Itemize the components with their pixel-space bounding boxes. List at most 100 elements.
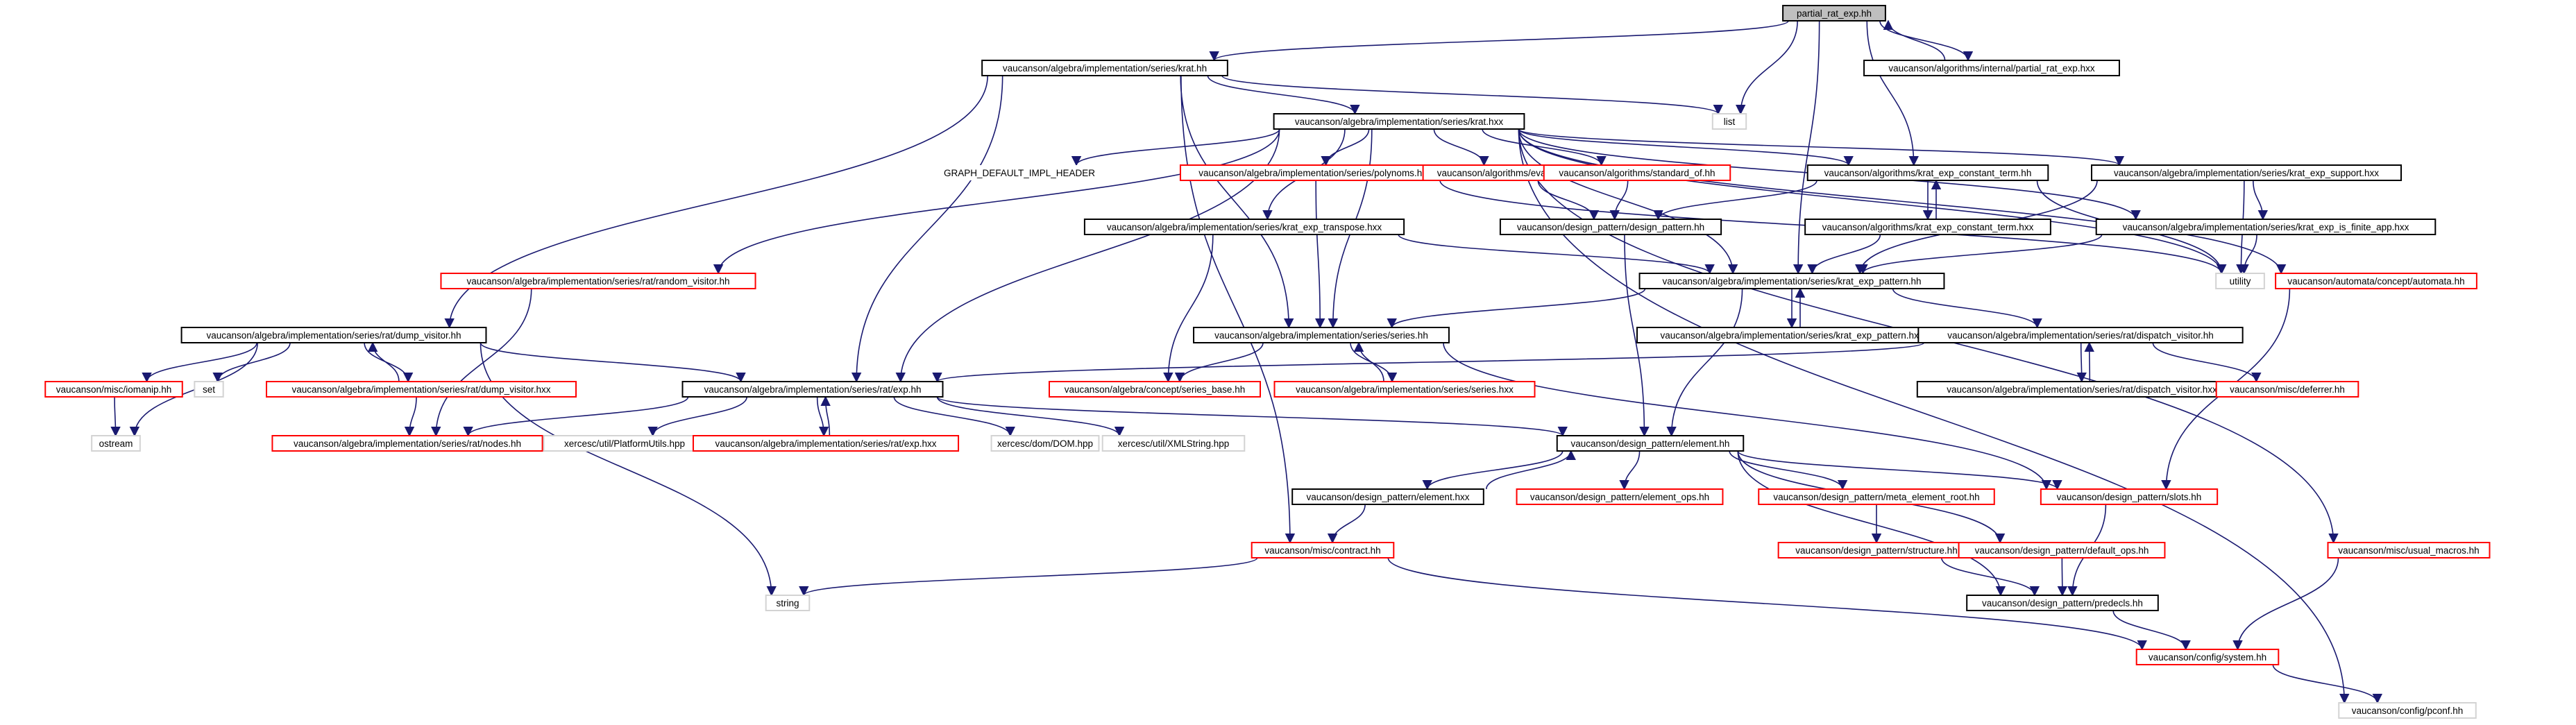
graph-node-dispatch-hh[interactable]: vaucanson/algebra/implementation/series/… (1917, 327, 2244, 343)
node-box (692, 435, 960, 452)
node-label: vaucanson/algebra/implementation/series/… (704, 384, 922, 395)
graph-node-graph-default[interactable]: GRAPH_DEFAULT_IMPL_HEADER (944, 165, 1095, 180)
edge-arrow (1209, 20, 1789, 62)
edge-series-hh-to-slots-hh (1443, 342, 2051, 491)
graph-node-string[interactable]: string (765, 595, 811, 611)
nodes-layer: partial_rat_exp.hh vaucanson/algorithms/i… (44, 5, 2491, 719)
edge-arrow (463, 396, 689, 437)
edge-krat-hh-to-dump-visitor-hh (444, 75, 988, 329)
node-box (2215, 273, 2265, 289)
graph-node-kecst-hxx[interactable]: vaucanson/algorithms/krat_exp_constant_t… (1804, 219, 2051, 235)
graph-node-standard-of-hh[interactable]: vaucanson/algorithms/standard_of.hh (1543, 164, 1731, 181)
graph-node-series-hxx[interactable]: vaucanson/algebra/implementation/series/… (1273, 381, 1536, 398)
graph-node-series-base-hh[interactable]: vaucanson/algebra/concept/series_base.hh (1049, 381, 1261, 398)
edge-kep-hh-to-element-hh (1666, 288, 1743, 437)
graph-node-list[interactable]: list (1711, 113, 1747, 130)
graph-node-kecst-hh[interactable]: vaucanson/algorithms/krat_exp_constant_t… (1806, 164, 2049, 181)
graph-node-dump-visitor-hh[interactable]: vaucanson/algebra/implementation/series/… (180, 327, 487, 343)
node-box (1251, 542, 1395, 558)
edge-arrow (647, 396, 747, 437)
graph-node-utility[interactable]: utility (2215, 273, 2265, 289)
node-box (1806, 164, 2049, 181)
graph-node-ketr-hxx[interactable]: vaucanson/algebra/implementation/series/… (1083, 219, 1405, 235)
graph-node-automata-hh[interactable]: vaucanson/automata/concept/automata.hh (2275, 273, 2477, 289)
node-box (2215, 381, 2359, 398)
edge-arrow (1736, 20, 1798, 115)
node-label: vaucanson/design_pattern/design_pattern.… (1517, 222, 1704, 232)
node-label: ostream (99, 438, 133, 449)
graph-node-system-hh[interactable]: vaucanson/config/system.hh (2135, 649, 2280, 665)
graph-node-iomanip-hh[interactable]: vaucanson/misc/iomanip.hh (44, 381, 183, 398)
edge-arrow (1327, 504, 1366, 544)
graph-node-krat-hxx[interactable]: vaucanson/algebra/implementation/series/… (1273, 113, 1525, 130)
graph-node-dom-hpp[interactable]: xercesc/dom/DOM.hpp (990, 435, 1100, 452)
node-box (2040, 488, 2219, 505)
edge-arrow (2152, 342, 2262, 383)
edge-krat-hh-to-contract-hh (1180, 75, 1296, 544)
graph-node-element-hh[interactable]: vaucanson/design_pattern/element.hh (1556, 435, 1745, 452)
edge-arrow (936, 396, 1125, 437)
graph-node-ostream[interactable]: ostream (91, 435, 141, 452)
edge-arrow (1163, 234, 1214, 383)
node-label: xercesc/dom/DOM.hpp (997, 438, 1093, 449)
graph-node-kesupp-hxx[interactable]: vaucanson/algebra/implementation/series/… (2091, 164, 2402, 181)
graph-node-slots-hh[interactable]: vaucanson/design_pattern/slots.hh (2040, 488, 2219, 505)
graph-node-kep-hxx[interactable]: vaucanson/algebra/implementation/series/… (1636, 327, 1947, 343)
edge-arrow (1653, 180, 1817, 221)
edge-arrow (1892, 288, 2042, 329)
graph-node-contract-hh[interactable]: vaucanson/misc/contract.hh (1251, 542, 1395, 558)
edge-krat-hh-to-list (1221, 75, 1723, 115)
graph-node-design-pattern-hh[interactable]: vaucanson/design_pattern/design_pattern.… (1499, 219, 1722, 235)
node-label: vaucanson/misc/usual_macros.hh (2338, 545, 2479, 556)
graph-node-set[interactable]: set (194, 381, 224, 398)
graph-node-krat-hh[interactable]: vaucanson/algebra/implementation/series/… (981, 60, 1228, 76)
graph-node-keifs-hxx[interactable]: vaucanson/algebra/implementation/series/… (2095, 219, 2437, 235)
node-box (765, 595, 811, 611)
graph-node-random-visitor-hh[interactable]: vaucanson/algebra/implementation/series/… (440, 273, 756, 289)
graph-node-exp-hxx[interactable]: vaucanson/algebra/implementation/series/… (692, 435, 960, 452)
graph-node-structure-hh[interactable]: vaucanson/design_pattern/structure.hh (1777, 542, 1976, 558)
graph-node-polynoms-hh[interactable]: vaucanson/algebra/implementation/series/… (1179, 164, 1447, 181)
edge-partial-rat-exp-hh-to-krat-hh (1209, 20, 1789, 62)
graph-node-deferrer-hh[interactable]: vaucanson/misc/deferrer.hh (2215, 381, 2359, 398)
edge-iomanip-hh-to-ostream (110, 396, 121, 437)
node-label: vaucanson/design_pattern/meta_element_ro… (1773, 492, 1979, 502)
edge-arrow (1422, 450, 1564, 491)
graph-node-kep-hh[interactable]: vaucanson/algebra/implementation/series/… (1638, 273, 1945, 289)
graph-node-xmlstring[interactable]: xercesc/util/XMLString.hpp (1101, 435, 1246, 452)
node-box (1101, 435, 1246, 452)
graph-node-alg-partial-rat-exp-hxx[interactable]: vaucanson/algorithms/internal/partial_ra… (1863, 60, 2120, 76)
graph-node-meta-element-root-hh[interactable]: vaucanson/design_pattern/meta_element_ro… (1758, 488, 1995, 505)
edge-dump-visitor-hh-to-set (212, 342, 291, 383)
edge-arrow (816, 396, 829, 437)
node-box (1782, 5, 1886, 22)
node-label: vaucanson/algebra/implementation/series/… (2114, 168, 2379, 178)
graph-node-element-hxx[interactable]: vaucanson/design_pattern/element.hxx (1291, 488, 1484, 505)
graph-node-pconf-hh[interactable]: vaucanson/config/pconf.hh (2338, 702, 2477, 719)
graph-node-default-ops-hh[interactable]: vaucanson/design_pattern/default_ops.hh (1958, 542, 2166, 558)
graph-node-predecls-hh[interactable]: vaucanson/design_pattern/predecls.hh (1966, 595, 2159, 611)
edge-exp-hh-to-exp-hxx (816, 396, 829, 437)
graph-node-dump-visitor-hxx[interactable]: vaucanson/algebra/implementation/series/… (266, 381, 577, 398)
edge-arrow (1807, 234, 1881, 275)
edge-arrow (431, 288, 532, 437)
graph-node-nodes-hh[interactable]: vaucanson/algebra/implementation/series/… (271, 435, 543, 452)
edge-arrow (1729, 450, 1848, 491)
graph-node-partial-rat-exp-hh[interactable]: partial_rat_exp.hh (1782, 5, 1886, 22)
graph-node-dispatch-hxx[interactable]: vaucanson/algebra/implementation/series/… (1916, 381, 2248, 398)
edge-series-hxx-to-series-hh (1353, 341, 1384, 382)
graph-node-exp-hh[interactable]: vaucanson/algebra/implementation/series/… (681, 381, 944, 398)
graph-node-platformutils[interactable]: xercesc/util/PlatformUtils.hpp (543, 435, 706, 452)
edge-krat-hh-to-krat-hxx (1207, 75, 1360, 115)
graph-node-eval-hh[interactable]: vaucanson/algorithms/eval.hh (1422, 164, 1576, 181)
graph-node-usual-macros-hh[interactable]: vaucanson/misc/usual_macros.hh (2327, 542, 2491, 558)
edge-dump-visitor-hh-to-exp-hh (480, 342, 746, 383)
edge-krat-hxx-to-kesupp-hxx (1518, 128, 2124, 167)
graph-node-element-ops-hh[interactable]: vaucanson/design_pattern/element_ops.hh (1516, 488, 1724, 505)
node-box (440, 273, 756, 289)
edge-partial-rat-exp-hh-to-kecst-hh (1866, 20, 1919, 167)
edge-krat-hxx-to-random-visitor-hh (713, 128, 1280, 275)
node-label: vaucanson/algebra/implementation/series/… (1947, 384, 2217, 395)
graph-node-series-hh[interactable]: vaucanson/algebra/implementation/series/… (1193, 327, 1450, 343)
